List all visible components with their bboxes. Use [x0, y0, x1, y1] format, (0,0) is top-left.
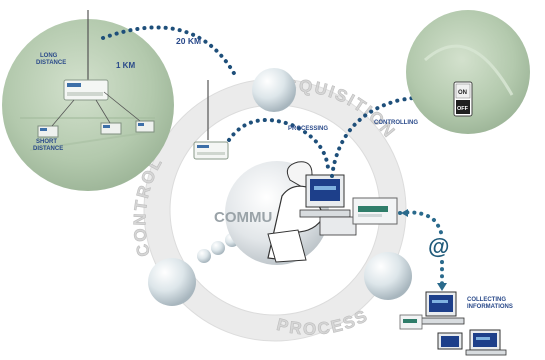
arrow-head-icon [437, 283, 447, 291]
field-sensor [100, 122, 122, 135]
ring-sphere-top [252, 68, 296, 112]
field-wire [51, 99, 75, 127]
on-off-switch: ON OFF [453, 81, 473, 117]
field-wire [95, 99, 111, 124]
long-distance-label-line2: DISTANCE [36, 60, 66, 66]
operator-workstation [267, 161, 357, 263]
remote-terminal [352, 197, 398, 225]
controlling-label: CONTROLLING [374, 120, 418, 126]
long-distance-label-line1: LONG [40, 53, 58, 59]
processing-link [227, 118, 330, 170]
short-distance-label-line1: SHORT [36, 139, 57, 145]
field-sensor [37, 125, 59, 138]
center-word: COMMU [214, 209, 272, 226]
ring-bead [211, 241, 225, 255]
long-range-station [63, 10, 109, 101]
field-wire [103, 91, 141, 122]
collecting-workstation [399, 291, 507, 356]
long-range-link [101, 25, 237, 77]
processing-label: PROCESSING [288, 126, 328, 132]
internet-link-up [398, 210, 444, 240]
switch-off-label: OFF [457, 106, 469, 112]
arrow-head-icon [401, 209, 408, 217]
long-range-distance: 20 KM [176, 36, 201, 46]
collecting-label-line1: COLLECTING [467, 297, 506, 303]
short-range-distance: 1 KM [116, 61, 135, 70]
central-station [193, 80, 229, 160]
ring-sphere-left [148, 258, 196, 306]
short-distance-label-line2: DISTANCE [33, 146, 63, 152]
field-sensor [135, 120, 155, 133]
ring-bead [197, 249, 211, 263]
internet-at-symbol: @ [428, 234, 449, 259]
field-circle-left [2, 19, 174, 191]
ring-sphere-right [364, 252, 412, 300]
field-circle-right [406, 10, 530, 134]
switch-on-label: ON [458, 90, 467, 96]
collecting-label-line2: INFORMATIONS [467, 304, 513, 310]
